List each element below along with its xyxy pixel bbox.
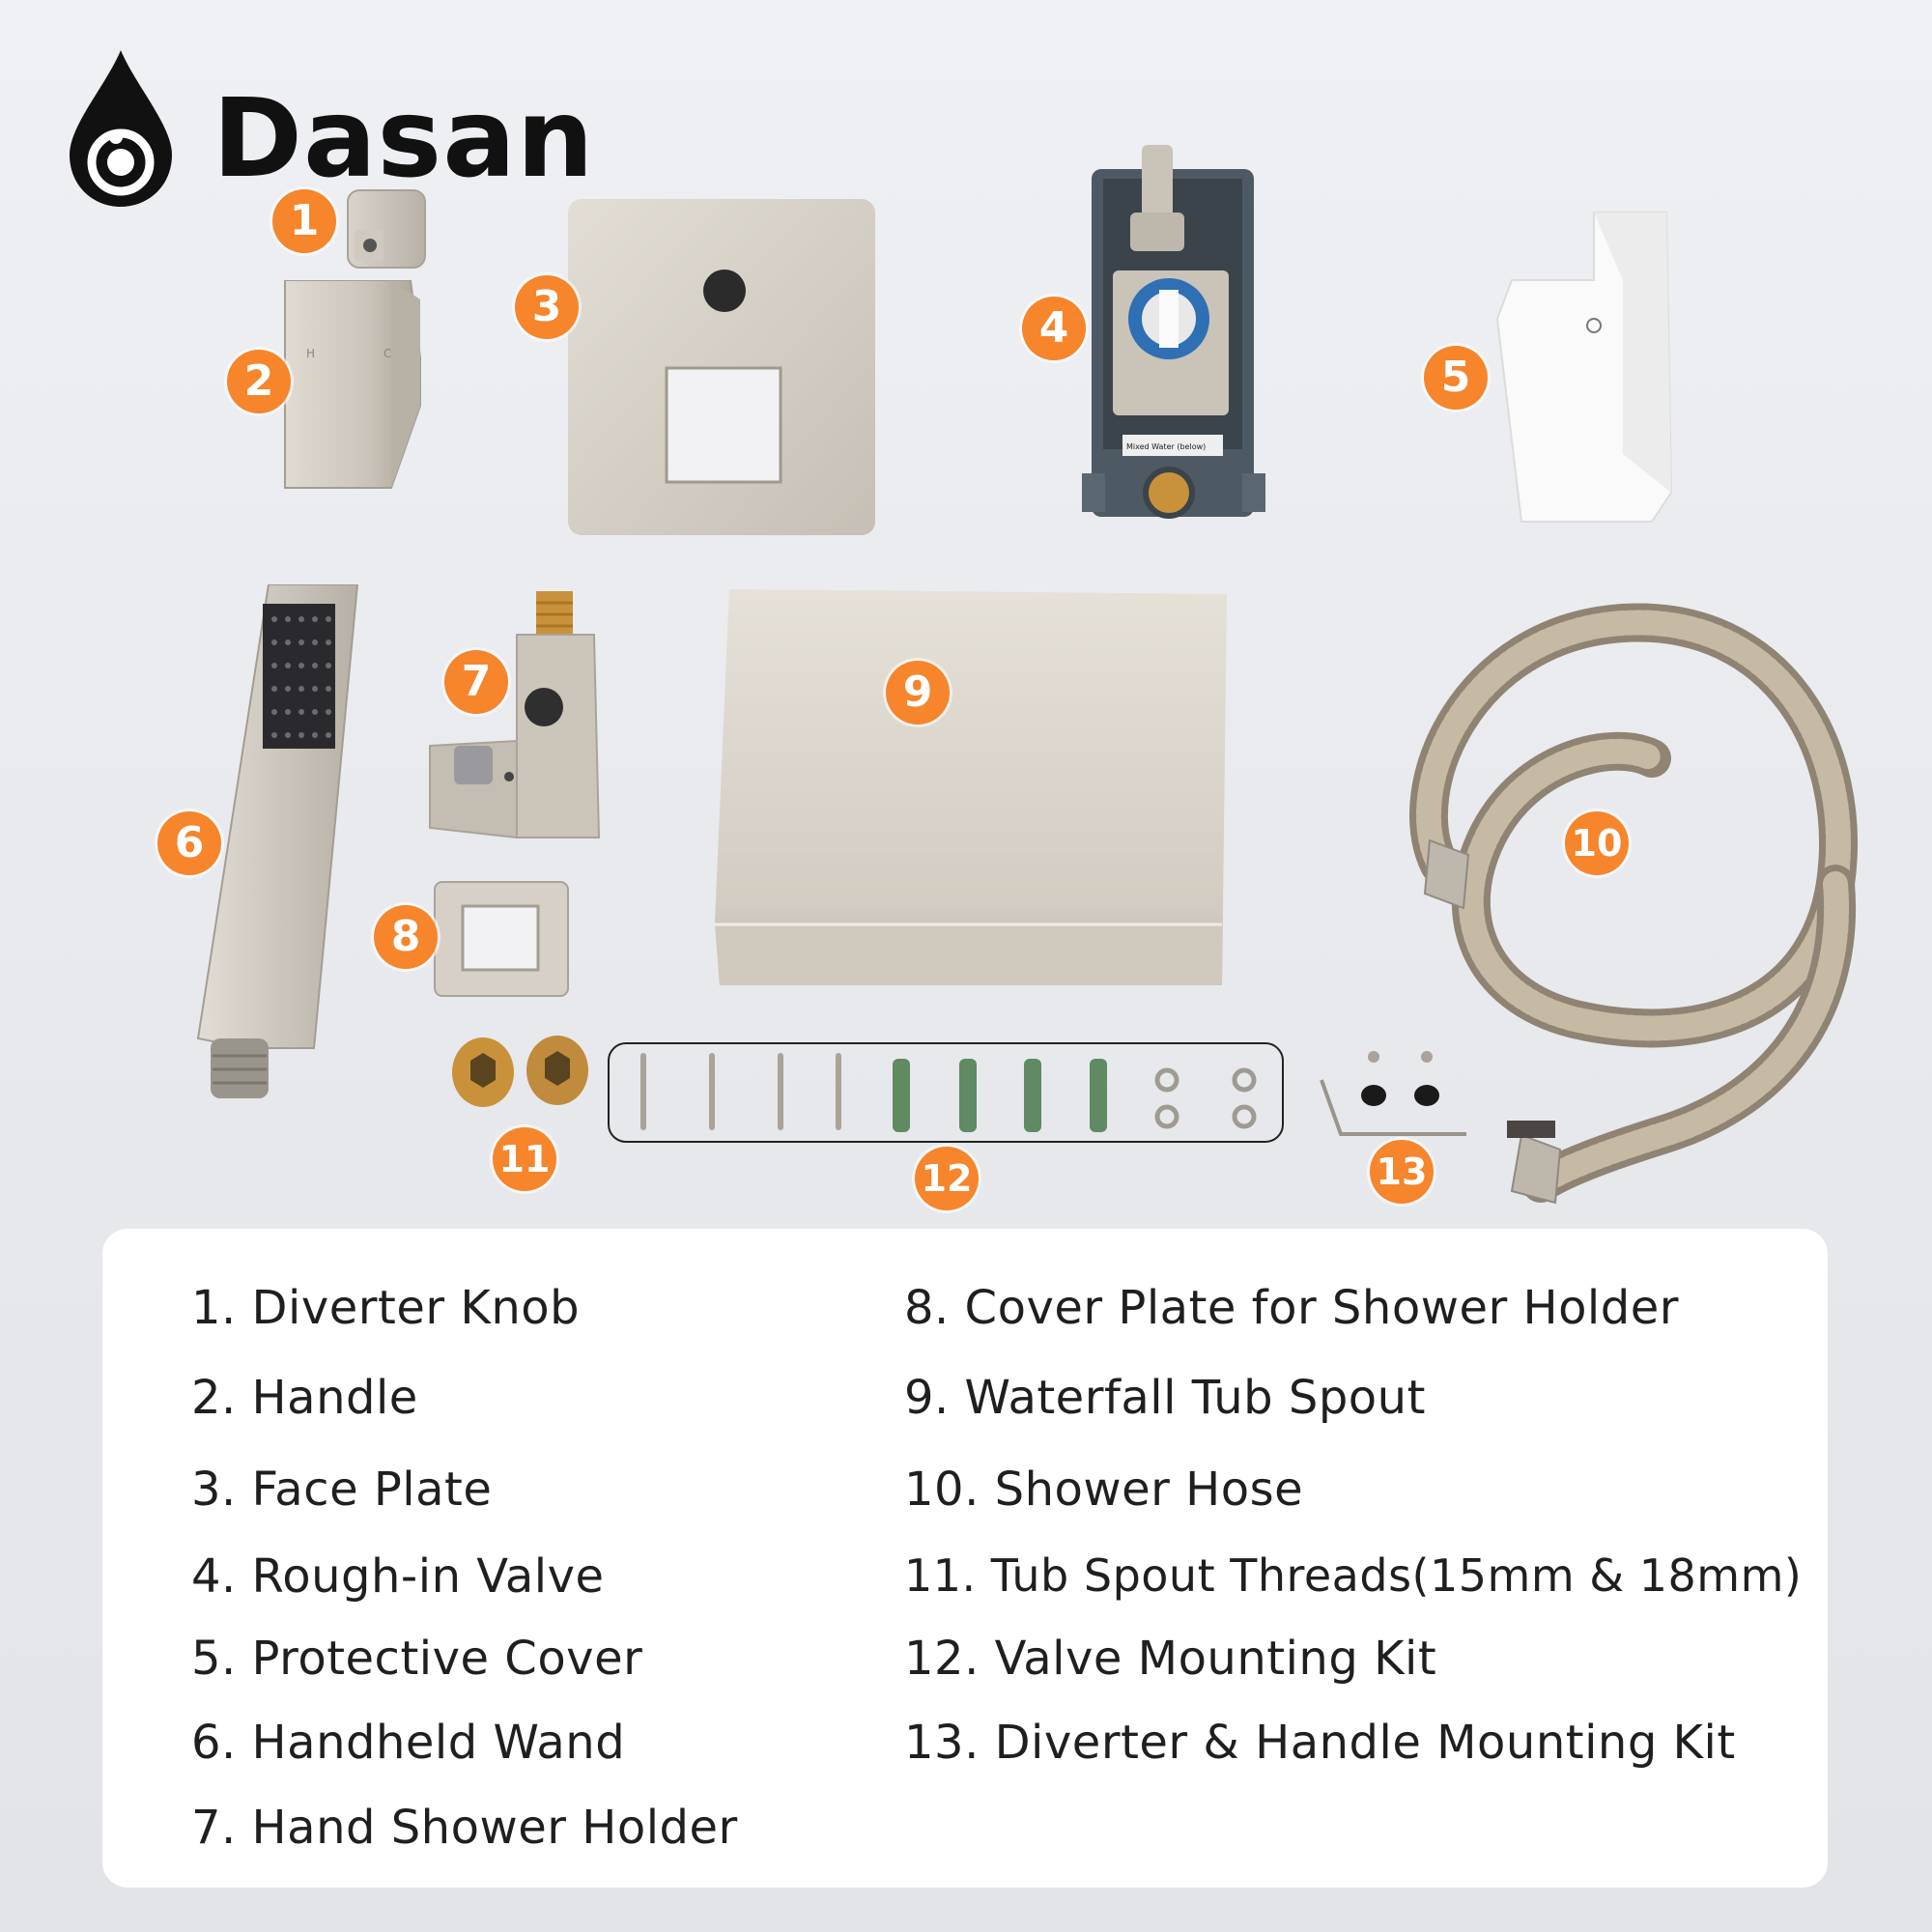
legend-item: 2. Handle: [191, 1371, 418, 1425]
water-drop-icon: [70, 50, 172, 207]
callout-7: 7: [444, 650, 508, 714]
handle-part: H C: [275, 279, 430, 497]
protective-cover-part: [1488, 203, 1681, 535]
face-plate-part: [565, 196, 879, 543]
brand-name: Dasan: [213, 76, 595, 202]
callout-12: 12: [915, 1147, 979, 1210]
callout-3: 3: [515, 275, 579, 339]
rough-in-valve-part: Mixed Water (below): [1063, 145, 1275, 545]
diverter-handle-mounting-kit-part: [1314, 1045, 1468, 1146]
legend-item: 6. Handheld Wand: [191, 1716, 626, 1770]
legend-item: 3. Face Plate: [191, 1463, 493, 1517]
legend-item: 13. Diverter & Handle Mounting Kit: [904, 1716, 1736, 1770]
legend-item: 12. Valve Mounting Kit: [904, 1632, 1437, 1686]
callout-10: 10: [1565, 811, 1629, 875]
legend-item: 1. Diverter Knob: [191, 1281, 581, 1335]
callout-13: 13: [1370, 1140, 1434, 1204]
handheld-wand-part: [193, 583, 372, 1110]
diverter-knob-part: [343, 185, 430, 276]
shower-hose-part: [1333, 594, 1864, 1216]
handle-hot-mark: H: [306, 347, 315, 360]
brand-logo: Dasan: [68, 46, 667, 211]
hand-shower-holder-part: [420, 591, 604, 846]
callout-6: 6: [157, 811, 221, 875]
legend-item: 5. Protective Cover: [191, 1632, 643, 1686]
legend-item: 11. Tub Spout Threads(15mm & 18mm): [904, 1549, 1803, 1602]
callout-9: 9: [886, 661, 950, 724]
legend-item: 10. Shower Hose: [904, 1463, 1304, 1517]
waterfall-tub-spout-part: [715, 584, 1227, 994]
legend-item: 8. Cover Plate for Shower Holder: [904, 1281, 1679, 1335]
callout-11: 11: [493, 1127, 556, 1191]
callout-8: 8: [374, 905, 438, 969]
legend-item: 4. Rough-in Valve: [191, 1549, 605, 1604]
legend-item: 9. Waterfall Tub Spout: [904, 1371, 1426, 1425]
callout-2: 2: [227, 350, 291, 413]
cover-plate-part: [432, 879, 572, 1004]
tub-spout-threads-part: [449, 1032, 594, 1113]
valve-label: Mixed Water (below): [1126, 442, 1206, 451]
legend-item: 7. Hand Shower Holder: [191, 1801, 738, 1855]
callout-4: 4: [1022, 297, 1086, 360]
handle-cold-mark: C: [384, 347, 391, 360]
valve-mounting-kit-part: [607, 1041, 1285, 1148]
parts-legend: 1. Diverter Knob 2. Handle 3. Face Plate…: [102, 1229, 1828, 1888]
callout-1: 1: [272, 189, 336, 253]
callout-5: 5: [1424, 346, 1488, 410]
